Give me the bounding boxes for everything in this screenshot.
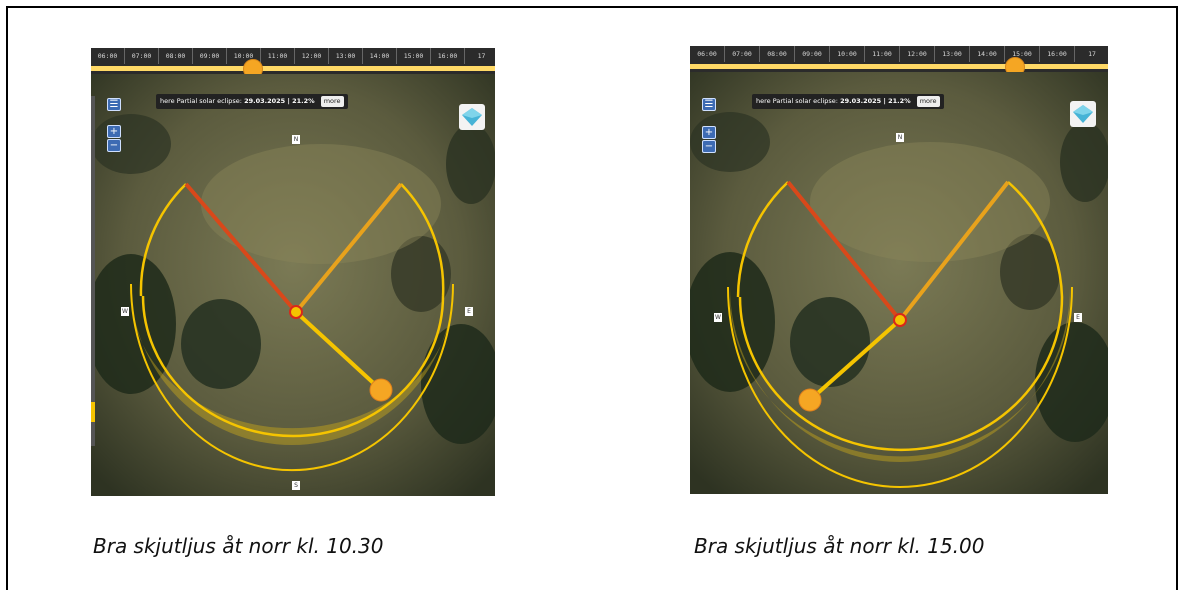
menu-button[interactable]: ☰ — [702, 98, 716, 111]
tick[interactable]: 15:00 — [397, 48, 431, 64]
tick[interactable]: 06:00 — [690, 46, 725, 62]
tick[interactable]: 08:00 — [159, 48, 193, 64]
edge-highlight — [91, 402, 95, 422]
eclipse-date: 29.03.2025 | 21.2% — [244, 97, 315, 105]
tree-patch — [391, 236, 451, 312]
sun-direction-line — [294, 310, 383, 392]
tick[interactable]: 08:00 — [760, 46, 795, 62]
slider-track[interactable] — [91, 66, 495, 71]
tick[interactable]: 16:00 — [1040, 46, 1075, 62]
sun-map-panel-left: 06:00 07:00 08:00 09:00 10:00 11:00 12:0… — [91, 48, 495, 496]
time-ticks: 06:00 07:00 08:00 09:00 10:00 11:00 12:0… — [91, 48, 495, 64]
sunset-line — [184, 182, 298, 314]
compass-north: N — [896, 133, 904, 142]
zoom-out-button[interactable]: − — [702, 140, 716, 153]
eclipse-info-bar: here Partial solar eclipse: 29.03.2025 |… — [156, 94, 348, 109]
tree-patch — [446, 124, 495, 204]
sun-arc-lower — [141, 295, 445, 438]
tree-patch — [790, 297, 870, 387]
layers-icon — [1073, 105, 1093, 123]
sun-map-panel-right: 06:00 07:00 08:00 09:00 10:00 11:00 12:0… — [690, 46, 1108, 494]
layers-icon — [462, 108, 482, 126]
eclipse-date: 29.03.2025 | 21.2% — [840, 97, 911, 105]
sun-arc-outer — [130, 283, 454, 472]
time-ticks: 06:00 07:00 08:00 09:00 10:00 11:00 12:0… — [690, 46, 1108, 62]
zoom-out-button[interactable]: − — [107, 139, 121, 152]
caption-right: Bra skjutljus åt norr kl. 15.00 — [694, 534, 985, 558]
tree-patch — [1000, 234, 1060, 310]
zoom-in-button[interactable]: + — [702, 126, 716, 139]
tick[interactable]: 12:00 — [900, 46, 935, 62]
zoom-in-button[interactable]: + — [107, 125, 121, 138]
compass-west: W — [121, 307, 129, 316]
time-slider[interactable]: 06:00 07:00 08:00 09:00 10:00 11:00 12:0… — [690, 46, 1108, 77]
eclipse-info-text: here Partial solar eclipse: — [756, 97, 838, 105]
location-marker[interactable] — [893, 313, 907, 327]
tick[interactable]: 10:00 — [830, 46, 865, 62]
tick[interactable]: 07:00 — [725, 46, 760, 62]
time-slider[interactable]: 06:00 07:00 08:00 09:00 10:00 11:00 12:0… — [91, 48, 495, 79]
tick[interactable]: 07:00 — [125, 48, 159, 64]
sunrise-line — [294, 182, 403, 314]
left-edge-bar — [91, 96, 95, 446]
more-button[interactable]: more — [320, 96, 344, 107]
more-button[interactable]: more — [916, 96, 940, 107]
tick[interactable]: 09:00 — [193, 48, 227, 64]
satellite-map[interactable] — [91, 74, 495, 496]
compass-north: N — [292, 135, 300, 144]
location-marker[interactable] — [289, 305, 303, 319]
tick[interactable]: 06:00 — [91, 48, 125, 64]
tree-patch — [91, 254, 176, 394]
tick[interactable]: 17 — [465, 48, 495, 64]
tick[interactable]: 13:00 — [329, 48, 363, 64]
sun-arc-upper — [1007, 181, 1064, 298]
tree-patch — [421, 324, 495, 444]
tick[interactable]: 10:00 — [227, 48, 261, 64]
slider-track[interactable] — [690, 64, 1108, 69]
page-frame — [6, 6, 1178, 590]
tick[interactable]: 15:00 — [1005, 46, 1040, 62]
tick[interactable]: 17 — [1075, 46, 1108, 62]
sun-arc-upper — [139, 183, 187, 297]
tick[interactable]: 14:00 — [363, 48, 397, 64]
tick[interactable]: 11:00 — [865, 46, 900, 62]
tree-patch — [91, 114, 171, 174]
compass-east: E — [465, 307, 473, 316]
tick[interactable]: 14:00 — [970, 46, 1005, 62]
compass-west: W — [714, 313, 722, 322]
sun-position-marker[interactable] — [798, 388, 822, 412]
compass-east: E — [1074, 313, 1082, 322]
sunset-line — [786, 180, 902, 322]
grass-area — [201, 144, 441, 264]
sun-arc-outer — [727, 286, 1073, 488]
satellite-map[interactable] — [690, 72, 1108, 494]
layers-button[interactable] — [1070, 101, 1096, 127]
tree-patch — [1035, 322, 1108, 442]
eclipse-info-text: here Partial solar eclipse: — [160, 97, 242, 105]
caption-left: Bra skjutljus åt norr kl. 10.30 — [93, 534, 384, 558]
tick[interactable]: 09:00 — [795, 46, 830, 62]
tick[interactable]: 12:00 — [295, 48, 329, 64]
tree-patch — [181, 299, 261, 389]
eclipse-info-bar: here Partial solar eclipse: 29.03.2025 |… — [752, 94, 944, 109]
layers-button[interactable] — [459, 104, 485, 130]
tree-patch — [1060, 122, 1108, 202]
compass-south: S — [292, 481, 300, 490]
sun-arc-lower — [738, 296, 1064, 452]
sunrise-line — [898, 180, 1010, 322]
grass-area — [810, 142, 1050, 262]
sun-direction-line — [808, 318, 902, 402]
tick[interactable]: 11:00 — [261, 48, 295, 64]
sun-arc-upper — [400, 183, 445, 297]
sun-position-marker[interactable] — [369, 378, 393, 402]
tick[interactable]: 13:00 — [935, 46, 970, 62]
sun-arc-upper — [736, 181, 789, 298]
menu-button[interactable]: ☰ — [107, 98, 121, 111]
tick[interactable]: 16:00 — [431, 48, 465, 64]
